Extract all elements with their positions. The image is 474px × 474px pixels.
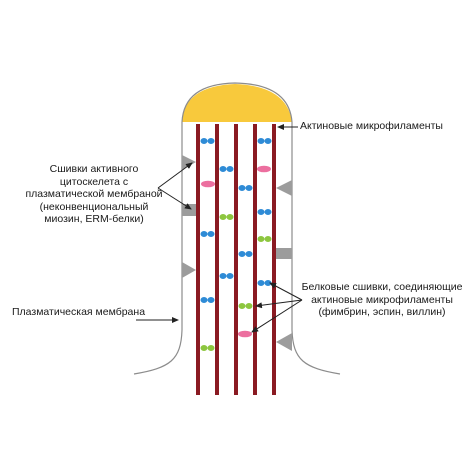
label-line: Сшивки активного xyxy=(49,163,139,175)
protein-crosslinks xyxy=(200,138,272,351)
label-line: (фимбрин, эспин, виллин) xyxy=(318,306,446,318)
actin-filaments xyxy=(196,124,276,395)
crosslink-blue xyxy=(200,138,272,303)
actin-filament xyxy=(253,124,257,395)
plasma-membrane xyxy=(133,82,341,375)
plasma-membrane-label: Плазматическая мембрана xyxy=(12,306,146,318)
crosslink-arrow xyxy=(255,299,303,309)
actin-filament xyxy=(234,124,238,395)
membrane-linker xyxy=(182,155,196,170)
actin-filament xyxy=(196,124,200,395)
cap-tip xyxy=(182,84,292,122)
label-line: миозин, ERM-белки) xyxy=(44,213,144,225)
leader-arrows xyxy=(136,124,303,333)
membrane-linker xyxy=(182,262,196,278)
membrane-linkers-label: Сшивки активного цитоскелета с плазматич… xyxy=(14,163,174,226)
label-line: цитоскелета с xyxy=(59,175,129,188)
membrane-linker xyxy=(276,180,292,196)
crosslink-arrow xyxy=(269,282,303,301)
membrane-linker xyxy=(276,333,292,351)
membrane-linker xyxy=(182,204,196,216)
membrane-linker xyxy=(276,248,292,259)
label-line: актиновые микрофиламенты xyxy=(311,293,453,306)
crosslink-pink xyxy=(201,165,271,338)
crosslink-arrow xyxy=(251,299,303,333)
actin-filaments-label: Актиновые микрофиламенты xyxy=(300,120,443,132)
actin-filament xyxy=(215,124,219,395)
membrane-linker-arrow xyxy=(157,187,192,210)
membrane-linker-arrow xyxy=(157,162,193,189)
actin-filament xyxy=(272,124,276,395)
label-line: плазматической мембраной xyxy=(25,188,163,200)
crosslink-green xyxy=(200,214,272,351)
label-line: (неконвенциональный xyxy=(39,200,149,213)
label-line: Белковые сшивки, соединяющие xyxy=(301,281,463,293)
protein-crosslinks-label: Белковые сшивки, соединяющие актиновые м… xyxy=(300,281,464,319)
